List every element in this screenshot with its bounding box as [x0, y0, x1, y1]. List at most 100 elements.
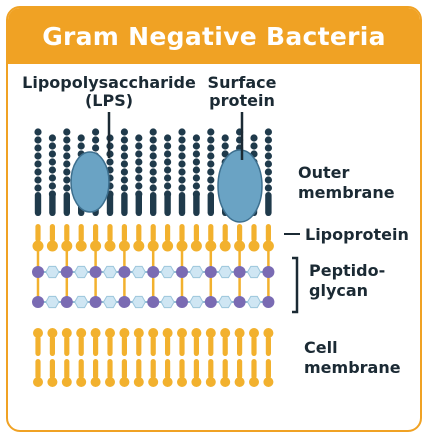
nam-sugar [262, 296, 275, 308]
cell-membrane-outer-lipid [220, 328, 231, 356]
lps-bead [178, 160, 186, 168]
lipoprotein-head [205, 240, 217, 252]
cell-membrane-outer-lipid [234, 328, 245, 356]
lps-tail [150, 192, 157, 216]
cell-membrane-inner-lipid [162, 359, 173, 387]
lipoprotein-tail [208, 224, 214, 242]
lps-chain [149, 128, 157, 216]
lipoprotein-tail [121, 224, 127, 242]
lps-bead [221, 142, 229, 150]
lps-bead [92, 136, 100, 144]
lipoprotein-head [61, 240, 73, 252]
cell-membrane-inner-lipid [33, 359, 43, 387]
lipid-tail [237, 359, 243, 379]
lps-tail [34, 192, 42, 216]
lps-bead [207, 136, 215, 144]
lps-bead [63, 136, 71, 144]
cell-membrane-outer-lipid [249, 328, 259, 356]
lipoprotein-tail [107, 224, 113, 242]
lipoprotein-anchor [90, 224, 102, 252]
lipid-tail [150, 359, 156, 379]
lipoprotein-tail [64, 224, 70, 242]
cell-membrane-label-line2: membrane [304, 358, 401, 377]
nag-sugar [102, 295, 118, 309]
nag-sugar [45, 265, 60, 279]
nam-sugar [118, 296, 131, 308]
lipoprotein-anchor [162, 224, 174, 252]
lipid-head [162, 377, 173, 387]
lipid-head [234, 377, 245, 387]
lps-bead [192, 182, 200, 190]
lps-bead [135, 150, 143, 158]
lps-bead [164, 134, 172, 142]
nam-sugar [233, 266, 246, 278]
lipoprotein-tail [251, 224, 257, 242]
nam-sugar [147, 266, 160, 278]
cell-membrane-inner-lipid [191, 359, 202, 387]
surface-protein [217, 149, 263, 223]
lps-bead [164, 158, 172, 166]
lps-tail [193, 192, 200, 216]
nam-sugar [233, 296, 246, 308]
lps-bead [207, 160, 215, 168]
lipoprotein-tail [78, 224, 84, 242]
lipoprotein-anchor [46, 224, 58, 252]
lps-bead [221, 134, 229, 142]
lipid-head [61, 328, 72, 338]
lipid-head [263, 377, 274, 387]
lipoprotein-anchor [75, 224, 87, 252]
outer-membrane-label-line2: membrane [298, 183, 395, 202]
cell-membrane-label-line1: Cell [304, 338, 338, 357]
lipid-head [76, 377, 87, 387]
lipid-head [90, 377, 101, 387]
cell-membrane-layer [33, 328, 274, 387]
lps-bead [264, 176, 272, 184]
lipid-head [33, 377, 43, 387]
nag-sugar [189, 265, 204, 279]
lps-bead [135, 142, 143, 150]
lipoprotein-tail [265, 224, 271, 242]
lipid-head [148, 328, 159, 338]
lipid-tail [165, 359, 171, 379]
lps-bead [135, 182, 143, 190]
cell-membrane-outer-lipid [205, 328, 216, 356]
lps-bead [34, 128, 42, 136]
lps-tail [265, 192, 272, 216]
lps-bead [149, 176, 157, 184]
lps-bead [92, 144, 100, 152]
lps-bead [149, 168, 157, 176]
lipoprotein-tail [165, 224, 171, 242]
cell-membrane-inner-lipid [90, 359, 101, 387]
lps-tail [178, 192, 186, 216]
lipid-tail [251, 336, 257, 356]
nam-sugar [147, 296, 160, 308]
lps-bead [192, 134, 200, 142]
lipoprotein-anchor [248, 224, 260, 252]
lipid-tail [179, 336, 185, 356]
lipoprotein-head [147, 240, 159, 252]
lps-bead [120, 136, 128, 144]
diagram-card: Gram Negative Bacteria [6, 6, 422, 432]
lps-bead [34, 176, 42, 184]
nam-sugar [89, 266, 102, 278]
lps-bead [250, 134, 258, 142]
lps-tail [121, 192, 128, 216]
lipid-head [205, 377, 216, 387]
lipoprotein-tail [150, 224, 156, 242]
lipoprotein-anchor [133, 224, 145, 252]
cell-membrane-inner-lipid [263, 359, 274, 387]
lps-bead [48, 166, 57, 174]
lps-tail [106, 192, 114, 216]
peptidoglycan-label-line1: Peptido- [309, 261, 385, 280]
lipid-head [205, 328, 216, 338]
lipoprotein-head [90, 240, 102, 252]
lipid-tail [265, 336, 271, 356]
cell-membrane-outer-lipid [76, 328, 87, 356]
lps-bead [106, 158, 114, 166]
lipoprotein-head [176, 240, 188, 252]
lipid-tail [107, 359, 113, 379]
lps-bead [207, 144, 215, 152]
lipoprotein-anchor [176, 224, 188, 252]
cell-membrane-outer-lipid [33, 328, 43, 356]
